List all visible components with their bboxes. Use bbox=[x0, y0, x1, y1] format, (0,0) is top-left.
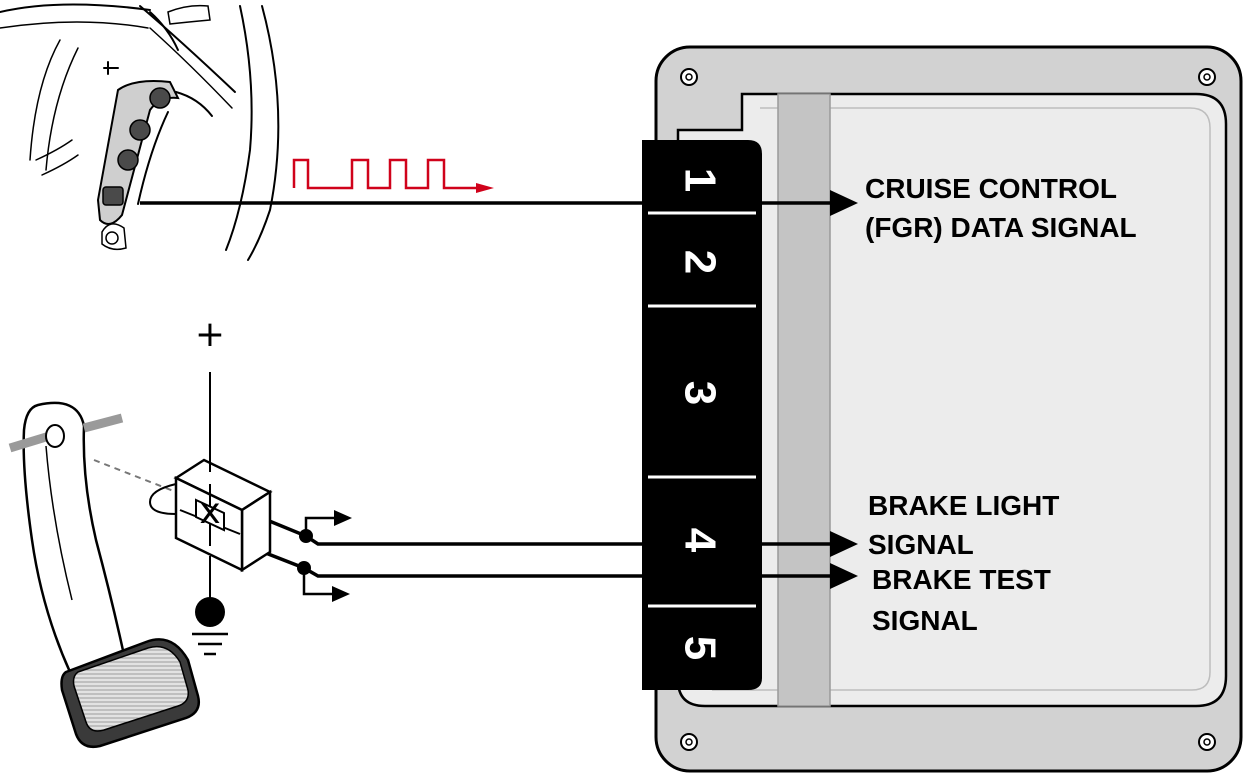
brake-test-label-line1: BRAKE TEST bbox=[872, 564, 1051, 595]
brake-light-branch bbox=[304, 516, 336, 536]
connector-pin-2: 2 bbox=[676, 250, 725, 274]
brake-light-label-line1: BRAKE LIGHT bbox=[868, 490, 1059, 521]
switch-center-mark: x bbox=[199, 491, 220, 532]
connector-block: 1 2 3 4 5 bbox=[642, 140, 762, 690]
brake-light-arrowhead bbox=[830, 531, 858, 557]
pedal-link-dashed bbox=[93, 459, 177, 493]
brake-test-branch-arrow bbox=[332, 586, 350, 602]
square-wave-icon bbox=[292, 158, 476, 190]
brake-light-wire bbox=[261, 516, 642, 546]
pulse-arrowhead bbox=[476, 183, 494, 193]
cruise-control-buttons bbox=[102, 87, 171, 245]
cruise-plus-button bbox=[129, 119, 151, 141]
cruise-label-line1: CRUISE CONTROL bbox=[865, 173, 1117, 204]
screw-icon bbox=[1198, 68, 1216, 86]
screw-icon bbox=[1198, 733, 1216, 751]
cruise-set-button bbox=[102, 186, 124, 206]
brake-pedal-icon bbox=[8, 401, 200, 748]
ground-icon bbox=[192, 597, 228, 656]
brake-test-arrowhead bbox=[830, 563, 858, 589]
module-panel-inner-edge bbox=[712, 107, 1211, 691]
supply-plus-symbol: + bbox=[195, 314, 225, 355]
brake-test-label-line2: SIGNAL bbox=[872, 605, 978, 636]
cruise-data-arrowhead bbox=[830, 190, 858, 216]
brake-light-switch: x bbox=[148, 458, 273, 573]
cruise-label-line2: (FGR) DATA SIGNAL bbox=[865, 212, 1137, 243]
connector-pin-1: 1 bbox=[676, 168, 725, 192]
cruise-speaker-button bbox=[105, 231, 119, 245]
screw-icon bbox=[680, 733, 698, 751]
cruise-resume-button bbox=[149, 87, 171, 109]
cruise-minus-button bbox=[117, 149, 139, 171]
brake-light-label-line2: SIGNAL bbox=[868, 529, 974, 560]
connector-pin-5: 5 bbox=[676, 636, 725, 660]
connector-body bbox=[642, 140, 762, 690]
brake-light-branch-arrow bbox=[334, 510, 352, 526]
control-module bbox=[654, 45, 1243, 773]
connector-pin-4: 4 bbox=[676, 528, 725, 553]
brake-test-wire bbox=[257, 548, 642, 578]
connector-pin-3: 3 bbox=[676, 381, 725, 405]
screw-icon bbox=[680, 68, 698, 86]
module-strip bbox=[777, 93, 831, 707]
brake-test-branch bbox=[302, 568, 334, 596]
